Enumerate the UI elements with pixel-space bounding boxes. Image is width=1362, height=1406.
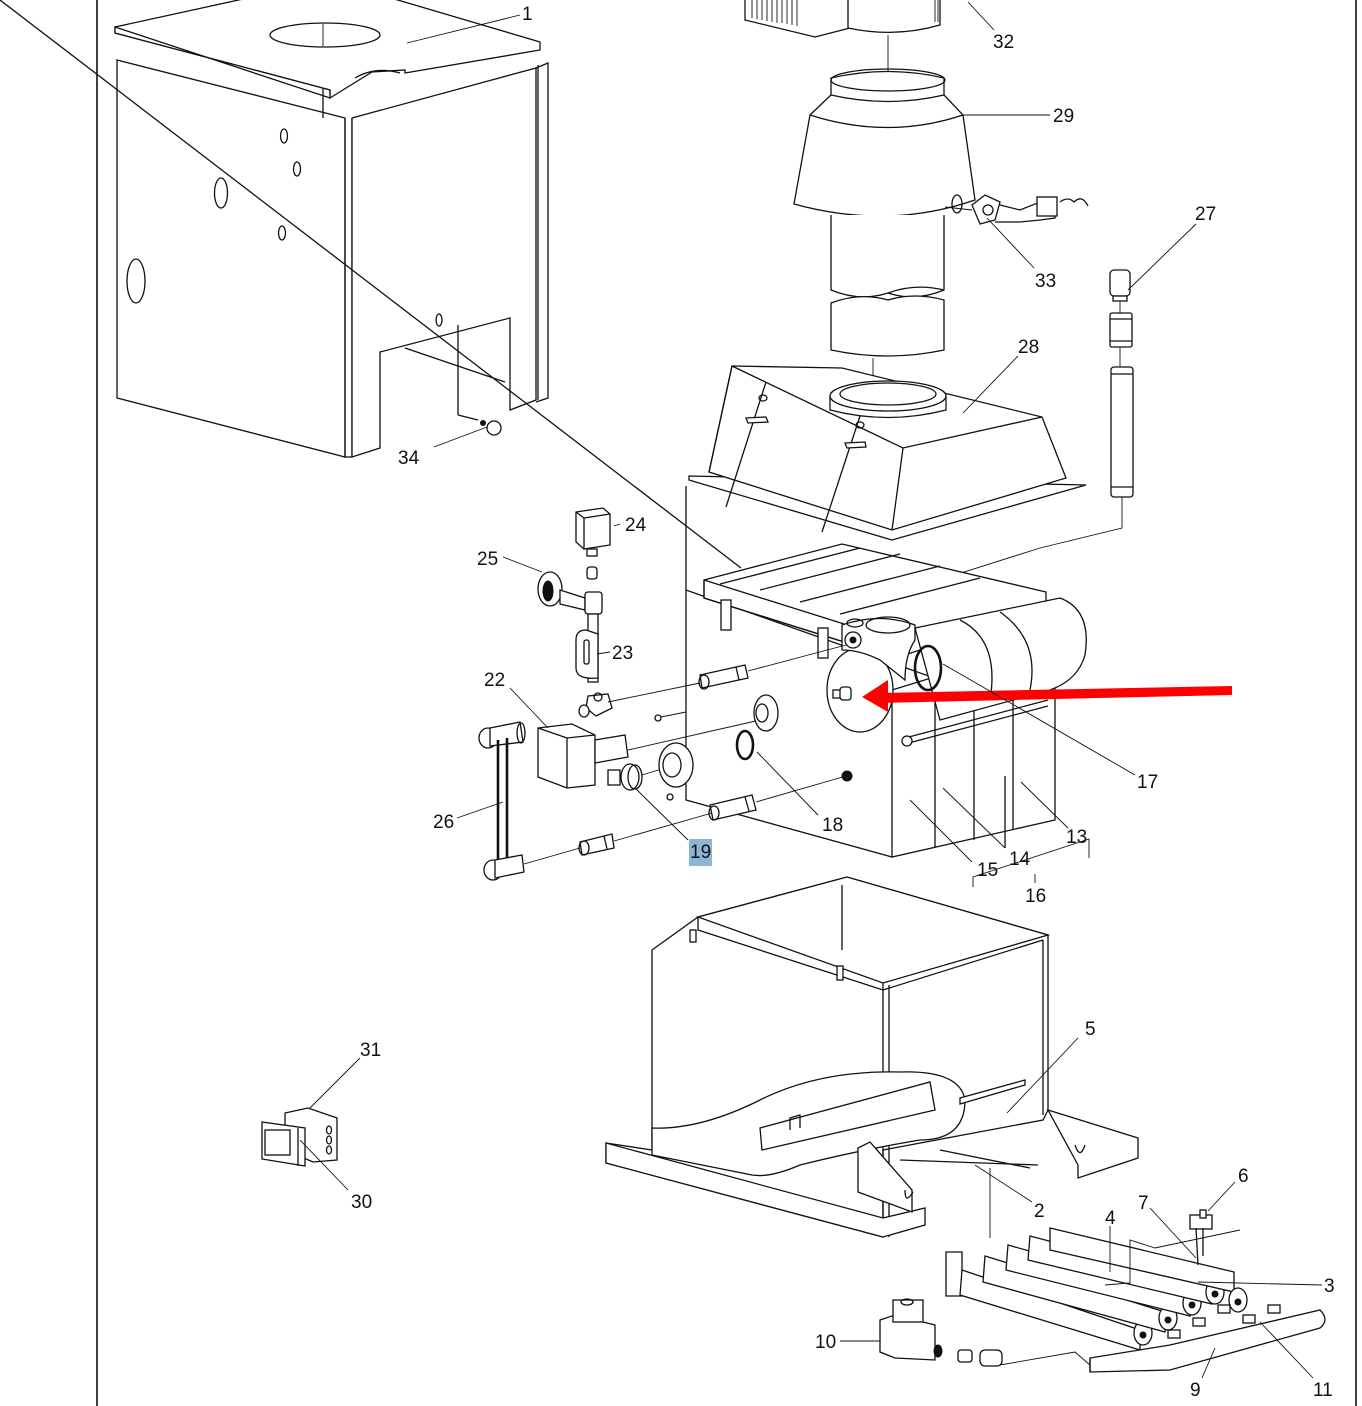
callout-19-highlight	[689, 839, 712, 866]
callout-25[interactable]: 25	[477, 549, 498, 570]
part-9-manifold[interactable]	[999, 1309, 1326, 1373]
red-pointer-arrow	[862, 680, 1232, 712]
callout-16[interactable]: 16	[1025, 886, 1046, 907]
callout-7[interactable]: 7	[1138, 1193, 1149, 1214]
part-3-burners[interactable]	[945, 1227, 1248, 1351]
callout-33[interactable]: 33	[1035, 271, 1056, 292]
callout-6[interactable]: 6	[1238, 1166, 1249, 1187]
part-10-gas-valve[interactable]	[879, 1298, 1003, 1367]
callout-32[interactable]: 32	[993, 32, 1014, 53]
burner-bracket-4	[1104, 1229, 1241, 1286]
callout-18[interactable]: 18	[822, 815, 843, 836]
callout-19[interactable]: 19	[690, 842, 711, 863]
callout-31[interactable]: 31	[360, 1040, 381, 1061]
part-33-spill-switch[interactable]	[944, 194, 1089, 225]
part-30-switch[interactable]	[261, 1121, 306, 1167]
callout-10[interactable]: 10	[815, 1332, 836, 1353]
nipple-lower-right[interactable]	[708, 794, 757, 821]
port-fitting[interactable]	[654, 694, 779, 732]
callout-13[interactable]: 13	[1066, 827, 1087, 848]
part-11-orifices[interactable]	[1167, 1304, 1281, 1339]
part-18-o-ring[interactable]	[735, 729, 755, 761]
callout-27[interactable]: 27	[1195, 204, 1216, 225]
plug	[841, 770, 853, 782]
heat-exchanger-assembly[interactable]	[0, 0, 1087, 858]
arrow-head	[862, 680, 888, 712]
callout-labels: 1 2 3 4 5 6 7 9 10 11 13 14 15 16 17 18 …	[351, 4, 1335, 1401]
callout-23[interactable]: 23	[612, 643, 633, 664]
callout-14[interactable]: 14	[1009, 849, 1031, 870]
part-29-draft-diverter[interactable]	[793, 68, 976, 357]
callout-2[interactable]: 2	[1034, 1201, 1045, 1222]
part-26-sight-glass[interactable]	[478, 721, 526, 881]
part-34-limit-switch[interactable]	[480, 420, 502, 436]
part-6-pilot[interactable]	[1189, 1209, 1213, 1266]
callout-24[interactable]: 24	[625, 515, 647, 536]
callout-34[interactable]: 34	[398, 448, 420, 469]
part-32-draft-inducer[interactable]	[744, 0, 941, 38]
callout-3[interactable]: 3	[1324, 1276, 1335, 1297]
callout-29[interactable]: 29	[1053, 106, 1074, 127]
callout-28[interactable]: 28	[1018, 337, 1039, 358]
callout-22[interactable]: 22	[484, 670, 505, 691]
part-19-drain-valve[interactable]	[607, 763, 666, 791]
callout-9[interactable]: 9	[1190, 1380, 1201, 1401]
callout-17[interactable]: 17	[1137, 772, 1158, 793]
part-27-relief-valve[interactable]	[859, 269, 1134, 606]
flange-fitting[interactable]	[658, 742, 694, 801]
leader-lines	[299, 1, 1323, 1379]
part-23-fitting[interactable]	[575, 591, 613, 718]
callout-30[interactable]: 30	[351, 1192, 372, 1213]
part-25-gauge[interactable]	[537, 571, 586, 611]
callout-1[interactable]: 1	[522, 4, 533, 25]
callout-11[interactable]: 11	[1313, 1380, 1333, 1401]
part-28-flue-collector[interactable]	[688, 365, 1087, 541]
callout-5[interactable]: 5	[1085, 1019, 1096, 1040]
part-24-cap[interactable]	[575, 507, 611, 580]
base-frame[interactable]	[605, 876, 1139, 1238]
callout-4[interactable]: 4	[1105, 1208, 1116, 1229]
part-22-controller[interactable]	[537, 723, 629, 789]
nipple-lower-left[interactable]	[578, 833, 615, 856]
part-1-jacket-cabinet[interactable]	[114, 0, 549, 458]
arrow-shaft	[880, 686, 1232, 703]
callout-15[interactable]: 15	[977, 860, 998, 881]
callout-26[interactable]: 26	[433, 812, 454, 833]
nipple-upper[interactable]	[698, 664, 749, 690]
